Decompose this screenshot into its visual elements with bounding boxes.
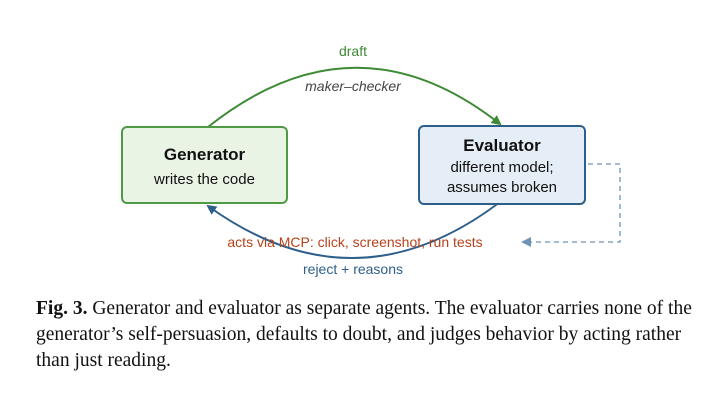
generator-node: Generator writes the code	[121, 126, 288, 204]
generator-subtitle: writes the code	[153, 171, 255, 188]
evaluator-box	[418, 125, 586, 205]
generator-box	[121, 126, 288, 204]
evaluator-line1: different model;	[450, 159, 553, 176]
evaluator-node: Evaluator different model; assumes broke…	[418, 125, 586, 205]
generator-title: Generator	[164, 145, 246, 164]
evaluator-line2: assumes broken	[447, 179, 557, 196]
draft-arrow	[207, 66, 502, 128]
figure-number: Fig. 3.	[36, 298, 88, 319]
agent-loop-diagram: Generator writes the code Evaluator diff…	[121, 43, 621, 277]
caption-text: Generator and evaluator as separate agen…	[36, 298, 692, 371]
maker-checker-label: maker–checker	[305, 78, 402, 94]
actions-label: acts via MCP: click, screenshot, run tes…	[227, 234, 482, 250]
reject-arrow	[206, 201, 501, 259]
reject-label: reject + reasons	[303, 261, 403, 277]
evaluator-title: Evaluator	[463, 136, 541, 155]
draft-label: draft	[339, 43, 367, 59]
figure-caption: Fig. 3. Generator and evaluator as separ…	[36, 296, 701, 374]
